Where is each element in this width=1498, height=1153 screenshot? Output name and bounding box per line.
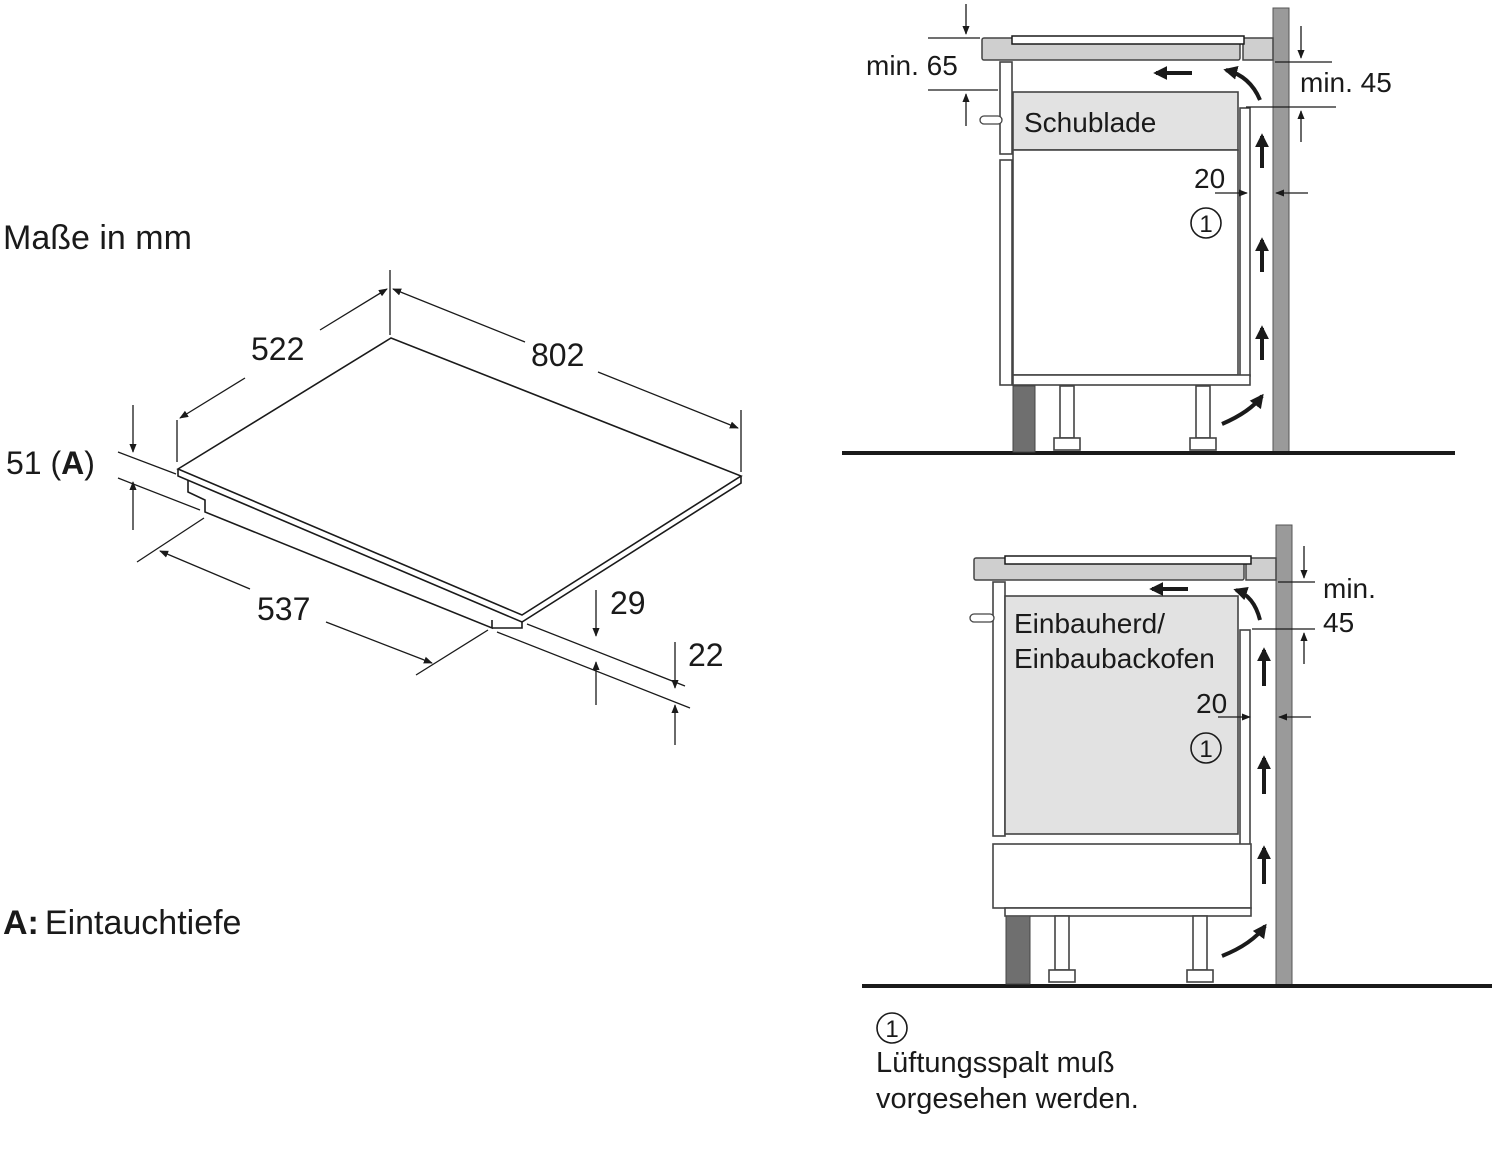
leg — [1054, 915, 1070, 971]
hob-underbody-edge — [492, 622, 523, 629]
plinth — [1012, 385, 1036, 453]
dim-immersion-end: ) — [84, 445, 95, 481]
cabinet-side — [1239, 107, 1251, 377]
ext-line — [526, 623, 686, 687]
drawer-label: Schublade — [1024, 107, 1156, 138]
dim-immersion-num: 51 ( — [6, 445, 61, 481]
vent-marker: 1 — [1199, 736, 1212, 763]
dim-cutout-537: 537 — [257, 591, 310, 627]
worktop-end — [1242, 37, 1274, 61]
dim-line — [319, 288, 388, 331]
dim-immersion-key: A — [61, 445, 84, 481]
vent-marker-circle — [1190, 207, 1222, 239]
dim-bottom-22: 22 — [688, 637, 724, 673]
dim-line — [179, 377, 246, 419]
hob-glass — [1011, 35, 1245, 45]
leg-foot — [1189, 437, 1217, 451]
ext-line — [415, 629, 489, 676]
ext-line — [136, 517, 205, 563]
oven — [1004, 595, 1239, 835]
dim-rear-gap-2: 45 — [1323, 607, 1354, 638]
plinth — [1005, 915, 1031, 985]
dim-width-802: 802 — [531, 337, 584, 373]
oven-label-2: Einbaubackofen — [1014, 643, 1215, 674]
drawer-handle — [979, 115, 1003, 125]
legend-a: A:Eintauchtiefe — [3, 904, 241, 942]
dim-frame-29: 29 — [610, 585, 646, 621]
front-panel — [999, 159, 1013, 386]
footnote: 1 Lüftungsspalt muß vorgesehen werden. — [876, 1012, 1139, 1115]
vent-marker-circle — [1190, 732, 1222, 764]
leg-foot — [1186, 969, 1214, 983]
dim-vent-gap: 20 — [1196, 688, 1227, 719]
dim-line — [392, 288, 526, 343]
airflow-arrow — [1233, 586, 1262, 621]
oven-handle — [969, 613, 995, 623]
legend-a-key: A: — [3, 904, 39, 942]
wall — [1275, 524, 1293, 986]
front-panel — [999, 61, 1013, 155]
dim-immersion-51: 51 (A) — [6, 445, 95, 481]
airflow-arrow — [1223, 65, 1262, 101]
leg — [1195, 385, 1211, 439]
oven-installation: Einbauherd/ Einbaubackofen min. 45 20 1 — [862, 524, 1492, 988]
legend-a-text: Eintauchtiefe — [45, 904, 242, 942]
dim-top-gap: min. 65 — [866, 50, 958, 81]
leg-foot — [1048, 969, 1076, 983]
dim-line — [325, 621, 433, 664]
worktop-end — [1245, 557, 1277, 581]
footnote-line-1: Lüftungsspalt muß — [876, 1047, 1115, 1079]
hob-drawing: 522 802 51 (A) 537 29 22 — [6, 270, 743, 745]
dim-rear-gap-1: min. — [1323, 573, 1376, 604]
units-label: Maße in mm — [3, 219, 192, 257]
oven-front-panel — [992, 581, 1006, 837]
hob-glass — [1004, 555, 1252, 565]
oven-label-1: Einbauherd/ — [1014, 608, 1165, 639]
lower-drawer — [992, 843, 1252, 909]
wall — [1272, 7, 1290, 453]
vent-marker: 1 — [1199, 211, 1212, 238]
drawer-installation: Schublade min. 65 min. 45 20 1 — [842, 4, 1455, 455]
dim-rear-gap: min. 45 — [1300, 67, 1392, 98]
ext-line — [496, 631, 691, 709]
hob-top-surface — [176, 337, 743, 616]
ext-line — [117, 451, 177, 475]
leg — [1059, 385, 1075, 439]
airflow-arrow — [1221, 393, 1264, 426]
dim-line — [597, 371, 739, 429]
footnote-marker-circle — [876, 1012, 908, 1044]
cabinet-base — [1012, 374, 1251, 386]
footnote-marker: 1 — [885, 1016, 898, 1043]
dim-line — [159, 550, 251, 590]
dim-depth-522: 522 — [251, 331, 304, 367]
footnote-line-2: vorgesehen werden. — [876, 1083, 1139, 1115]
leg-foot — [1053, 437, 1081, 451]
dim-vent-gap: 20 — [1194, 163, 1225, 194]
cabinet-base — [1004, 907, 1252, 917]
hob-underbody — [187, 480, 493, 630]
leg — [1192, 915, 1208, 971]
airflow-arrow — [1221, 923, 1267, 958]
